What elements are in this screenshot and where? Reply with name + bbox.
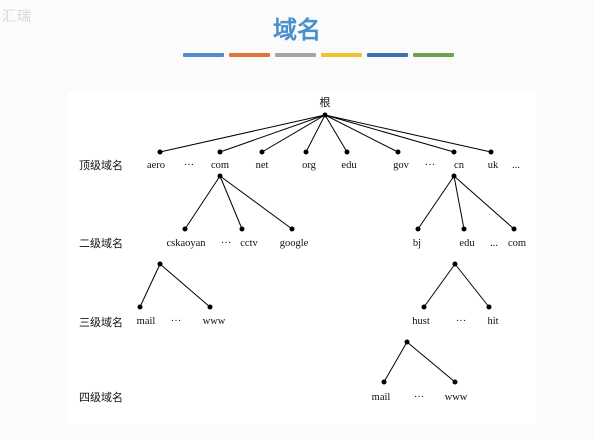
watermark: 汇瑞 <box>2 9 32 25</box>
tld-aero: aero <box>147 160 165 171</box>
node-dot <box>461 226 467 232</box>
root-node-dot <box>322 112 328 118</box>
accent-swatch-5 <box>367 53 408 57</box>
node-dot <box>217 149 223 155</box>
cn-edges <box>417 175 515 230</box>
label-mail: mail <box>137 316 156 327</box>
label-mail: mail <box>372 392 391 403</box>
accent-swatch-1 <box>183 53 224 57</box>
node-dot <box>511 226 517 232</box>
label-www: www <box>203 316 226 327</box>
label-hust: hust <box>412 316 430 327</box>
cskaoyan-edges <box>139 263 211 308</box>
node-dot <box>451 149 457 155</box>
com-children-labels: cskaoyan ··· cctv google <box>166 238 308 249</box>
node-dot <box>415 226 421 232</box>
node-dot <box>344 149 350 155</box>
label-com: com <box>508 238 526 249</box>
tld-net: net <box>256 160 269 171</box>
tld-labels: aero ··· com net org edu gov ··· cn uk .… <box>147 160 520 171</box>
node-dot <box>289 226 295 232</box>
root-edges <box>159 114 492 153</box>
label-edu: edu <box>459 238 475 249</box>
node-dot <box>452 261 458 267</box>
node-dot <box>488 149 494 155</box>
accent-swatch-2 <box>229 53 270 57</box>
node-dot <box>381 379 387 385</box>
edu-children-labels: hust ··· hit <box>412 316 498 327</box>
tld-edu: edu <box>341 160 357 171</box>
tld-ellipsis: ··· <box>184 160 195 171</box>
tld-ellipsis: ··· <box>425 160 436 171</box>
tld-gov: gov <box>393 160 410 171</box>
tld-cn: cn <box>454 160 465 171</box>
domain-tree-diagram: 根 顶级域名 二级域名 三级域名 四级域名 aero ··· com net o… <box>68 92 536 424</box>
level-label-fourth: 四级域名 <box>79 390 123 404</box>
tld-more: ... <box>512 160 520 171</box>
level-label-top: 顶级域名 <box>79 158 123 172</box>
label-ellipsis: ··· <box>456 316 467 327</box>
node-dots <box>137 112 517 385</box>
label-ellipsis: ··· <box>414 392 425 403</box>
cn-children-labels: bj edu ... com <box>413 238 526 249</box>
hust-children-labels: mail ··· www <box>372 392 468 403</box>
node-dot <box>182 226 188 232</box>
label-ellipsis: ··· <box>221 238 232 249</box>
accent-color-bar <box>183 53 454 57</box>
label-ellipsis: ··· <box>171 316 182 327</box>
node-dot <box>217 173 223 179</box>
label-google: google <box>280 238 309 249</box>
edu-edges <box>423 263 490 308</box>
node-dot <box>157 261 163 267</box>
page-title: 域名 <box>273 16 321 44</box>
domain-tree-svg: 根 顶级域名 二级域名 三级域名 四级域名 aero ··· com net o… <box>79 95 526 404</box>
accent-swatch-4 <box>321 53 362 57</box>
root-label: 根 <box>320 95 331 109</box>
com-edges <box>184 175 293 230</box>
node-dot <box>451 173 457 179</box>
node-dot <box>157 149 163 155</box>
node-dot <box>137 304 143 310</box>
level-label-second: 二级域名 <box>79 236 123 250</box>
node-dot <box>239 226 245 232</box>
node-dot <box>404 339 410 345</box>
tld-com: com <box>211 160 229 171</box>
accent-swatch-3 <box>275 53 316 57</box>
cskaoyan-children-labels: mail ··· www <box>137 316 226 327</box>
level-label-third: 三级域名 <box>79 315 123 329</box>
node-dot <box>207 304 213 310</box>
label-bj: bj <box>413 238 421 249</box>
node-dot <box>395 149 401 155</box>
node-dot <box>452 379 458 385</box>
node-dot <box>421 304 427 310</box>
node-dot <box>486 304 492 310</box>
label-ellipsis: ... <box>490 238 498 249</box>
label-cctv: cctv <box>240 238 258 249</box>
label-www: www <box>445 392 468 403</box>
node-dot <box>259 149 265 155</box>
label-hit: hit <box>487 316 498 327</box>
label-cskaoyan: cskaoyan <box>166 238 206 249</box>
node-dot <box>303 149 309 155</box>
tld-org: org <box>302 160 317 171</box>
hust-edges <box>383 341 456 383</box>
accent-swatch-6 <box>413 53 454 57</box>
tld-uk: uk <box>488 160 499 171</box>
